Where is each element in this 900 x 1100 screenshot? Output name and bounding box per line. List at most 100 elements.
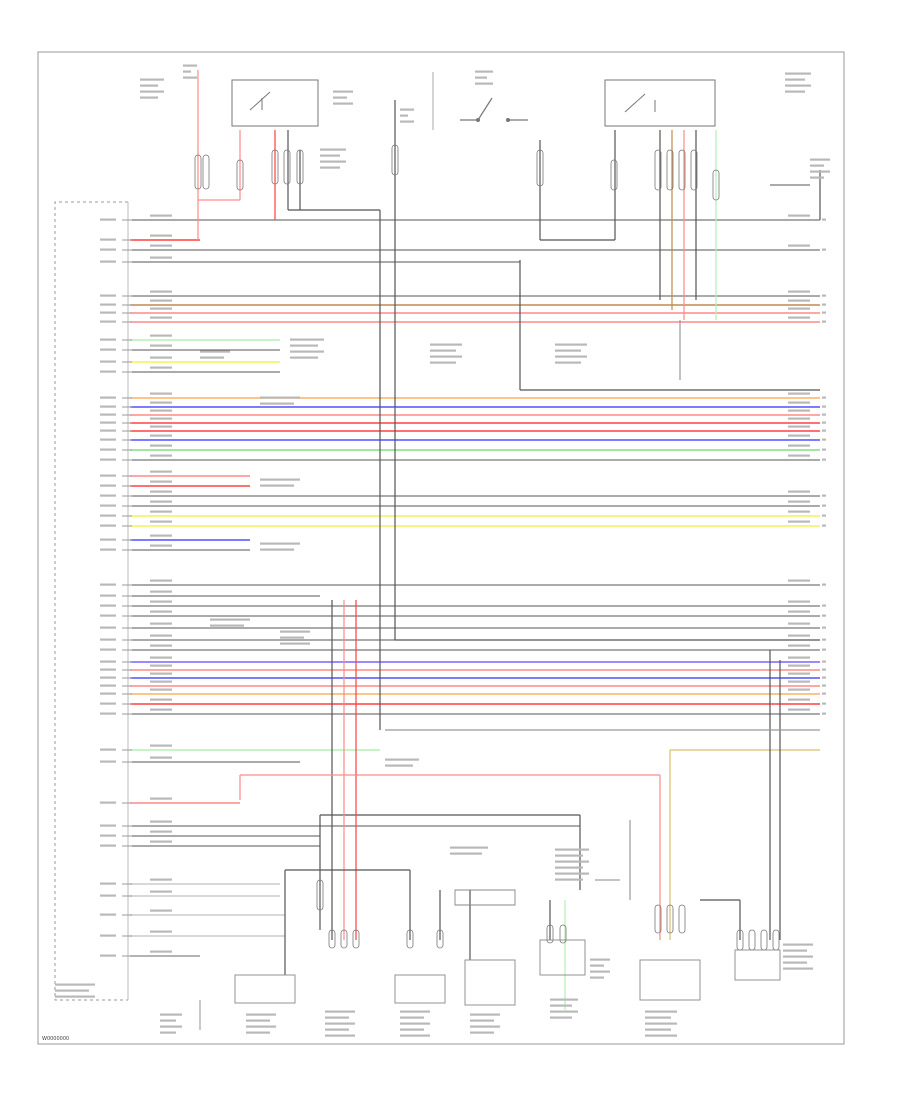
ecm-pin-stubs xyxy=(122,219,132,957)
label-mark xyxy=(100,648,116,651)
label-mark xyxy=(788,644,810,647)
label-mark xyxy=(550,998,578,1001)
label-mark xyxy=(210,624,244,627)
label-mark xyxy=(150,708,172,711)
label-mark xyxy=(150,444,172,447)
label-mark xyxy=(783,955,813,958)
label-mark xyxy=(260,396,300,399)
label-mark xyxy=(100,360,116,363)
label-mark xyxy=(150,417,172,420)
label-mark xyxy=(590,970,610,973)
label-mark xyxy=(430,343,462,346)
label-mark xyxy=(100,421,116,424)
label-mark xyxy=(822,248,826,251)
label-mark xyxy=(150,520,172,523)
label-mark xyxy=(400,1016,424,1019)
label-mark xyxy=(550,1016,572,1019)
label-mark xyxy=(260,548,294,551)
label-mark xyxy=(555,878,583,881)
label-mark xyxy=(333,90,353,93)
label-mark xyxy=(822,660,826,663)
label-mark xyxy=(150,590,172,593)
label-mark xyxy=(788,688,810,691)
label-mark xyxy=(160,1013,182,1016)
label-mark xyxy=(100,514,116,517)
label-mark xyxy=(325,1010,355,1013)
label-mark xyxy=(100,396,116,399)
label-mark xyxy=(788,698,810,701)
label-mark xyxy=(810,170,830,173)
label-mark xyxy=(822,320,826,323)
label-mark xyxy=(822,583,826,586)
connectors-bottom xyxy=(316,879,780,951)
label-mark xyxy=(785,90,805,93)
label-mark xyxy=(555,355,587,358)
label-mark xyxy=(150,470,172,473)
label-mark xyxy=(100,548,116,551)
label-mark xyxy=(100,303,116,306)
label-mark xyxy=(150,744,172,747)
label-mark xyxy=(290,344,318,347)
label-mark xyxy=(100,894,116,897)
label-mark xyxy=(150,698,172,701)
label-mark xyxy=(822,429,826,432)
footer-code: W0000000 xyxy=(42,1036,69,1042)
label-mark xyxy=(788,434,810,437)
label-mark xyxy=(100,370,116,373)
vertical-wires-top xyxy=(197,70,821,730)
label-mark xyxy=(246,1025,276,1028)
label-mark xyxy=(150,830,172,833)
label-mark xyxy=(100,413,116,416)
label-mark xyxy=(160,1019,176,1022)
label-mark xyxy=(150,950,172,953)
label-mark xyxy=(100,294,116,297)
label-mark xyxy=(100,614,116,617)
label-mark xyxy=(555,349,581,352)
label-mark xyxy=(822,303,826,306)
label-mark xyxy=(788,214,810,217)
label-mark xyxy=(590,976,604,979)
label-mark xyxy=(785,78,805,81)
ignition-switch-terminal xyxy=(506,118,510,122)
label-mark xyxy=(788,520,810,523)
label-mark xyxy=(100,882,116,885)
label-mark xyxy=(150,480,172,483)
label-mark xyxy=(822,676,826,679)
label-mark xyxy=(100,494,116,497)
label-mark xyxy=(150,878,172,881)
label-mark xyxy=(150,244,172,247)
label-mark xyxy=(150,299,172,302)
label-mark xyxy=(150,797,172,800)
label-mark xyxy=(400,120,414,123)
label-mark xyxy=(260,484,294,487)
label-mark xyxy=(150,756,172,759)
label-mark xyxy=(150,930,172,933)
label-mark xyxy=(822,494,826,497)
label-mark xyxy=(325,1022,355,1025)
label-mark xyxy=(100,524,116,527)
diagram-frame xyxy=(37,51,845,1045)
label-mark xyxy=(822,514,826,517)
efi-relay xyxy=(231,79,319,127)
label-mark xyxy=(788,610,810,613)
label-mark xyxy=(100,248,116,251)
label-mark xyxy=(183,76,197,79)
label-mark xyxy=(150,344,172,347)
label-mark xyxy=(140,90,164,93)
harness-wires xyxy=(130,219,820,957)
circuit-opening-relay xyxy=(604,79,716,127)
label-mark xyxy=(200,350,230,353)
label-mark xyxy=(788,409,810,412)
label-mark xyxy=(783,943,813,946)
label-mark xyxy=(788,316,810,319)
label-mark xyxy=(100,684,116,687)
label-mark xyxy=(100,405,116,408)
label-mark xyxy=(430,361,456,364)
label-mark xyxy=(150,356,172,359)
label-mark xyxy=(822,614,826,617)
label-mark xyxy=(822,668,826,671)
label-mark xyxy=(788,708,810,711)
label-mark xyxy=(400,114,408,117)
label-mark xyxy=(150,256,172,259)
